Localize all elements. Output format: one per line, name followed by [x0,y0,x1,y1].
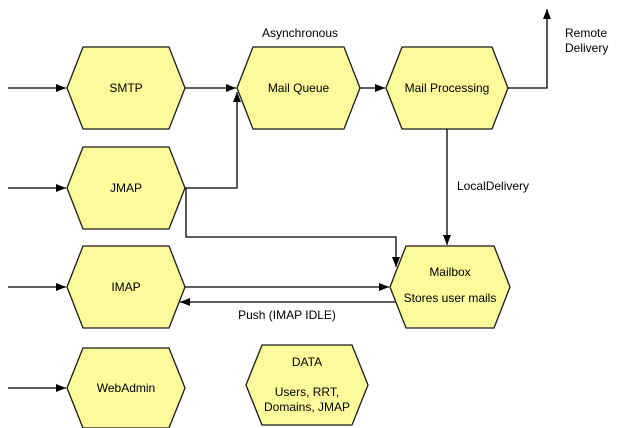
jmap-hexagon [66,146,186,230]
jmap-label: JMAP [109,181,142,195]
mailbox-sublabel: Stores user mails [403,291,497,305]
asynchronous-label: Asynchronous [261,26,339,40]
webadmin-hexagon [66,347,186,428]
push-imap-idle-label: Push (IMAP IDLE) [238,308,336,322]
data-label: DATA [291,355,323,369]
mailbox-label: Mailbox [429,265,471,279]
edge-jmap-mailbox [185,188,400,267]
remote-delivery-label: Remote Delivery [565,26,609,55]
smtp-label: SMTP [109,81,143,95]
edge-mailprocessing-remote-delivery [508,9,551,89]
imap-hexagon [66,245,186,329]
mailbox-hexagon [389,245,511,329]
mail-processing-label: Mail Processing [404,81,490,95]
data-sublabel: Users, RRT, Domains, JMAP [263,385,351,414]
webadmin-label: WebAdmin [96,381,156,395]
edge-jmap-mailqueue [185,92,241,189]
smtp-hexagon [66,46,186,130]
local-delivery-label: LocalDelivery [457,179,530,193]
mail-processing-hexagon [385,46,509,130]
imap-label: IMAP [111,280,141,294]
data-hexagon [245,344,369,426]
mail-queue-label: Mail Queue [267,81,330,95]
mail-queue-hexagon [236,46,361,130]
